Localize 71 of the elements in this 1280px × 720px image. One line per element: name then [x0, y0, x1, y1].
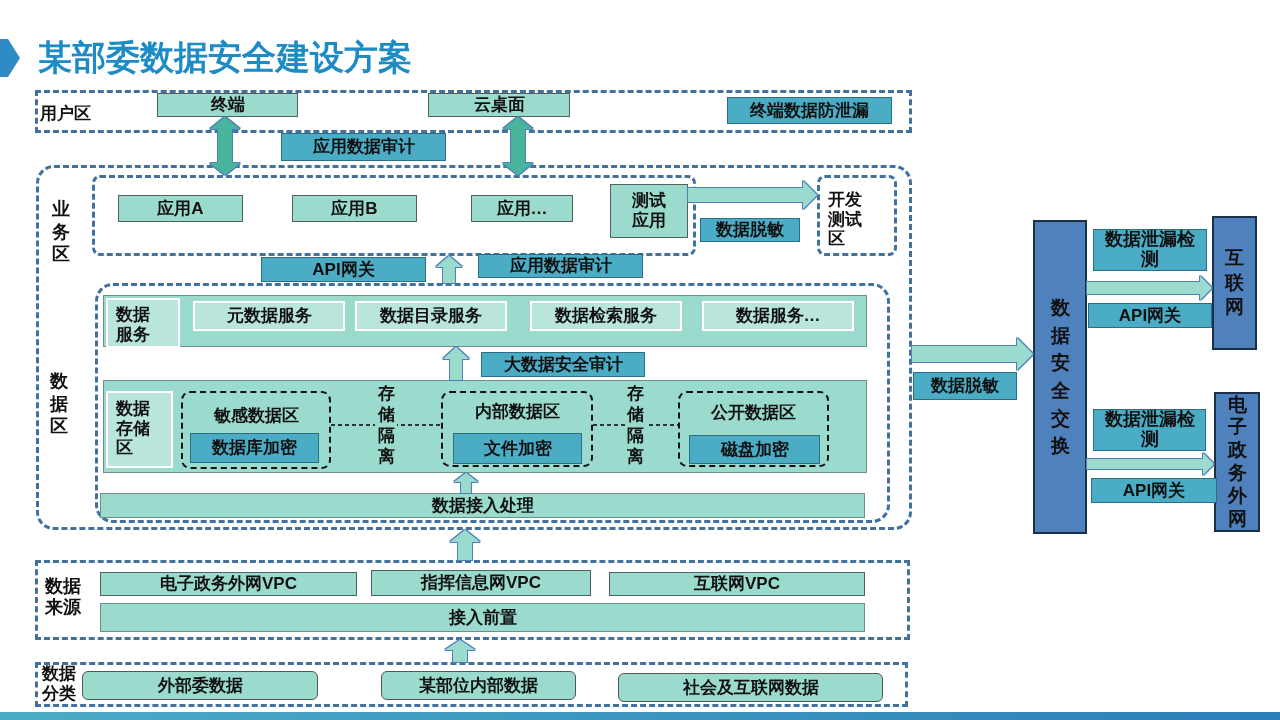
- security-tag: 应用数据审计: [281, 133, 446, 161]
- dashed-line: [592, 424, 679, 426]
- dashed-zone: [35, 662, 908, 707]
- dashed-zone: [95, 283, 890, 523]
- data-category-pill: 社会及互联网数据: [618, 673, 883, 702]
- area-label: 敏感数据区: [212, 406, 300, 427]
- network-column: 电子政务外网: [1214, 392, 1260, 532]
- block-arrow: [1087, 453, 1214, 475]
- security-tag: 数据泄漏检测: [1093, 409, 1206, 451]
- security-tag: 数据泄漏检测: [1093, 229, 1207, 271]
- dashed-zone: [35, 560, 910, 640]
- zone-label: 用户区: [40, 104, 92, 125]
- component-box: 测试应用: [610, 184, 688, 238]
- data-category-pill: 外部委数据: [82, 671, 318, 700]
- security-tag: API网关: [1088, 303, 1212, 328]
- slide-title: 某部委数据安全建设方案: [38, 37, 412, 78]
- double-arrow: [210, 117, 240, 175]
- service-box: 数据检索服务: [530, 301, 682, 331]
- security-tag: 文件加密: [453, 433, 582, 464]
- component-box: 指挥信息网VPC: [371, 570, 591, 596]
- security-tag: 数据脱敏: [700, 218, 800, 242]
- component-box: 云桌面: [428, 93, 570, 117]
- block-arrow: [445, 640, 475, 662]
- layer-band: [103, 380, 867, 473]
- network-column: 互联网: [1212, 216, 1257, 350]
- component-box: 终端: [157, 93, 298, 117]
- block-arrow: [443, 347, 469, 380]
- storage-area: [678, 391, 829, 467]
- security-tag: 应用数据审计: [478, 254, 643, 278]
- area-label: 内部数据区: [473, 402, 561, 423]
- dashed-zone: [35, 90, 912, 133]
- double-arrow: [503, 117, 533, 175]
- block-arrow: [450, 530, 480, 560]
- band-heading: 数据服务: [106, 298, 180, 348]
- band-heading: 数据存储区: [106, 391, 173, 468]
- zone-label: 数据来源: [45, 576, 82, 619]
- dashed-zone: 开发测试区: [817, 175, 897, 256]
- dashed-zone: [92, 175, 696, 256]
- security-tag: 磁盘加密: [689, 435, 820, 464]
- security-tag: 数据脱敏: [913, 372, 1017, 400]
- exchange-column: 数据安全交换: [1033, 220, 1087, 534]
- security-tag: 大数据安全审计: [481, 352, 645, 377]
- block-arrow: [688, 181, 817, 209]
- component-box: 应用A: [118, 195, 243, 222]
- service-box: 数据目录服务: [355, 301, 507, 331]
- security-tag: API网关: [261, 257, 426, 282]
- dashed-zone: [36, 165, 912, 530]
- block-arrow: [454, 473, 478, 493]
- block-arrow: [1087, 276, 1212, 300]
- component-box: 应用B: [292, 195, 417, 222]
- service-box: 元数据服务: [193, 301, 345, 331]
- security-tag: API网关: [1091, 478, 1217, 503]
- area-label: 公开数据区: [710, 403, 797, 424]
- security-tag: 数据库加密: [190, 433, 319, 463]
- storage-area: [441, 391, 593, 467]
- component-box: 电子政务外网VPC: [100, 572, 357, 596]
- block-arrow: [436, 256, 462, 283]
- component-box: 互联网VPC: [609, 572, 865, 596]
- layer-band: 数据接入处理: [100, 493, 865, 518]
- storage-area: [181, 391, 331, 469]
- layer-band: [103, 295, 867, 347]
- zone-label: 业务区: [52, 198, 71, 266]
- zone-label: 数据区: [50, 370, 69, 438]
- layer-band: 接入前置: [100, 603, 865, 632]
- dashed-line: [330, 424, 442, 426]
- security-tag: 终端数据防泄漏: [727, 97, 892, 124]
- zone-label: 数据分类: [42, 664, 77, 705]
- block-arrow: [912, 338, 1033, 370]
- component-box: 应用…: [471, 195, 573, 222]
- data-category-pill: 某部位内部数据: [381, 671, 576, 700]
- service-box: 数据服务…: [702, 301, 854, 331]
